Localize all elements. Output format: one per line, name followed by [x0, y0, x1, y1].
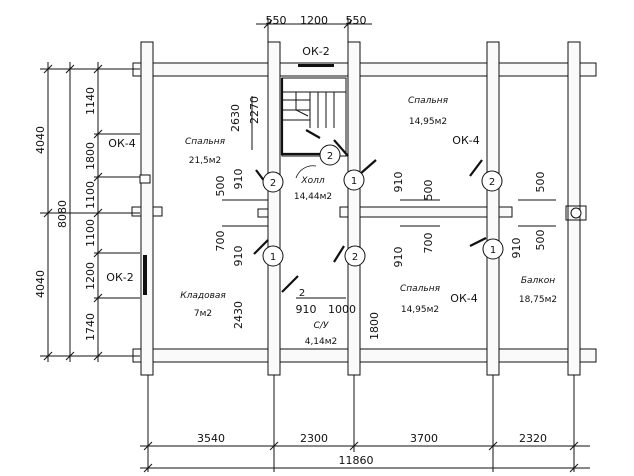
- left-dim-upper: 4040: [34, 126, 47, 154]
- bottom-dim-3: 3700: [410, 432, 438, 445]
- window-tag-left-upper: ОК-4: [108, 137, 135, 150]
- window-marks: [139, 64, 587, 295]
- room-hall-name: Холл: [300, 176, 324, 186]
- room-balcony-area: 18,75м2: [519, 295, 557, 305]
- dim-700-a: 700: [214, 231, 227, 252]
- staircase: [280, 77, 347, 157]
- top-dim-right: 550: [346, 14, 367, 27]
- col-c: [347, 41, 361, 376]
- room-bedroom-top-right-name: Спальня: [408, 96, 449, 106]
- dim-1000: 1000: [328, 303, 356, 316]
- room-bedroom-top-right-area: 14,95м2: [409, 117, 447, 127]
- window-tag-right-lower: ОК-4: [450, 292, 477, 305]
- door-marker-1: 1: [351, 176, 357, 187]
- door-marker-2: 2: [270, 178, 276, 189]
- dim-500-b: 500: [422, 180, 435, 201]
- dim-910-a: 910: [232, 169, 245, 190]
- room-bedroom-bottom-right-area: 14,95м2: [401, 305, 439, 315]
- dim-910-d: 910: [392, 247, 405, 268]
- door-marker-1: 1: [270, 252, 276, 263]
- dim-910-e: 910: [510, 238, 523, 259]
- left-dim-1100b: 1100: [84, 219, 97, 247]
- door-markers: 2 2 1 2 1 2 1 2: [262, 144, 504, 299]
- window-tag-top: ОК-2: [302, 45, 329, 58]
- col-a: [140, 41, 154, 376]
- window-tag-right-upper: ОК-4: [452, 134, 479, 147]
- dim-2430: 2430: [232, 301, 245, 329]
- bottom-dim-4: 2320: [519, 432, 547, 445]
- room-bathroom-name: С/У: [314, 321, 329, 331]
- left-dim-lower: 4040: [34, 270, 47, 298]
- dim-500-a: 500: [214, 176, 227, 197]
- door-marker-2: 2: [489, 177, 495, 188]
- dim-stair-2270: 2270: [248, 96, 261, 124]
- dim-500-d: 500: [534, 230, 547, 251]
- mid-wall-right: [339, 206, 513, 218]
- dim-910-f: 910: [296, 303, 317, 316]
- bottom-wall: [132, 348, 597, 363]
- dim-700-b: 700: [422, 233, 435, 254]
- left-dim-1200: 1200: [84, 262, 97, 290]
- dim-stair-2630: 2630: [229, 104, 242, 132]
- room-bedroom-left-area: 21,5м2: [189, 156, 222, 166]
- dim-500-c: 500: [534, 172, 547, 193]
- window-tag-left-lower: ОК-2: [106, 271, 133, 284]
- bottom-dim-total: 11860: [339, 454, 374, 467]
- door-marker-2: 2: [352, 252, 358, 263]
- room-storage-name: Кладовая: [180, 291, 226, 301]
- dim-910-b: 910: [232, 246, 245, 267]
- door-marker-2: 2: [327, 151, 333, 162]
- room-balcony-name: Балкон: [521, 276, 555, 286]
- left-dim-1800: 1800: [84, 142, 97, 170]
- col-d: [486, 41, 500, 376]
- room-bathroom-area: 4,14м2: [305, 337, 338, 347]
- room-bedroom-bottom-right-name: Спальня: [400, 284, 441, 294]
- top-wall: [132, 62, 597, 77]
- left-dim-total: 8080: [56, 200, 69, 228]
- dimension-lines: [40, 18, 590, 473]
- top-dim-left: 550: [266, 14, 287, 27]
- bottom-dim-1: 3540: [197, 432, 225, 445]
- room-bedroom-left-name: Спальня: [185, 137, 226, 147]
- door-marker-2: 2: [299, 288, 305, 299]
- left-dim-1740: 1740: [84, 313, 97, 341]
- dim-1800: 1800: [368, 312, 381, 340]
- door-leaves: [253, 139, 487, 293]
- left-dim-1140: 1140: [84, 87, 97, 115]
- left-dim-1100a: 1100: [84, 181, 97, 209]
- room-storage-area: 7м2: [194, 309, 212, 319]
- door-marker-1: 1: [490, 245, 496, 256]
- dim-910-c: 910: [392, 172, 405, 193]
- bottom-dim-2: 2300: [300, 432, 328, 445]
- col-b: [267, 41, 281, 376]
- room-hall-area: 14,44м2: [294, 192, 332, 202]
- top-dim-center: 1200: [300, 14, 328, 27]
